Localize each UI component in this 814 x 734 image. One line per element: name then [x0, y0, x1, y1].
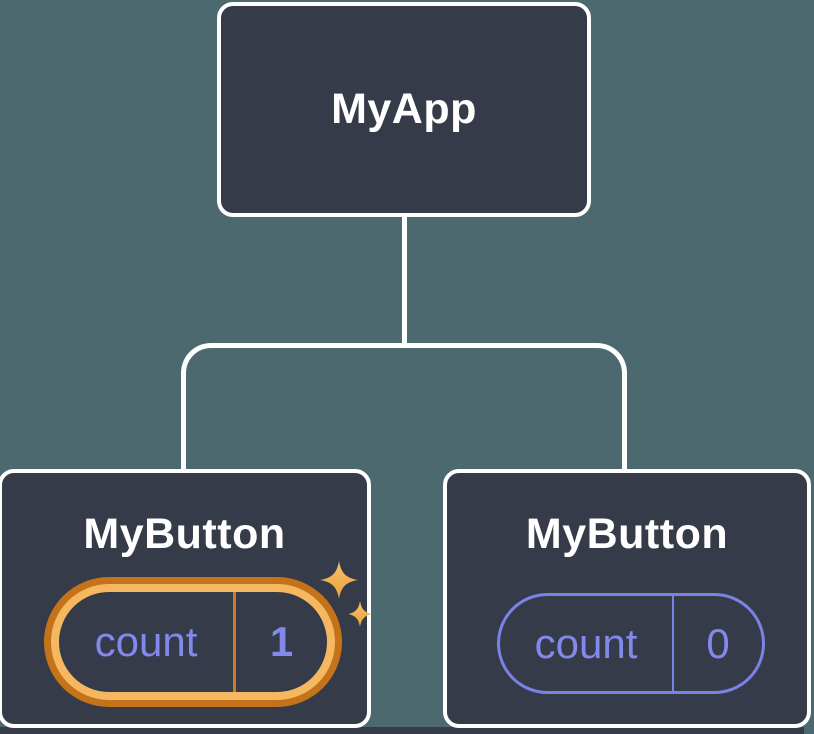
- state-pill-divider: [672, 596, 674, 691]
- root-node-label: MyApp: [331, 85, 477, 133]
- state-value: 1: [269, 618, 294, 665]
- root-node: MyApp: [217, 2, 591, 217]
- tree-branch-connector: [181, 343, 627, 473]
- state-value: 0: [706, 619, 730, 667]
- bottom-edge-strip: [0, 727, 804, 734]
- child-node-left-label: MyButton: [83, 510, 286, 558]
- state-pill: count 0: [497, 593, 765, 694]
- sparkle-small: [348, 601, 372, 627]
- child-node-right: MyButton count 0: [443, 469, 811, 728]
- sparkle-large: [320, 561, 358, 599]
- child-node-right-label: MyButton: [525, 510, 729, 558]
- state-name-label: count: [94, 618, 198, 665]
- sparkles-icon: [320, 561, 372, 627]
- state-pill-highlighted: count 1: [51, 584, 335, 700]
- tree-stem-line: [402, 215, 407, 347]
- state-name-label: count: [534, 619, 638, 667]
- child-node-left: MyButton count 1: [0, 469, 372, 728]
- state-pill-divider: [233, 592, 236, 692]
